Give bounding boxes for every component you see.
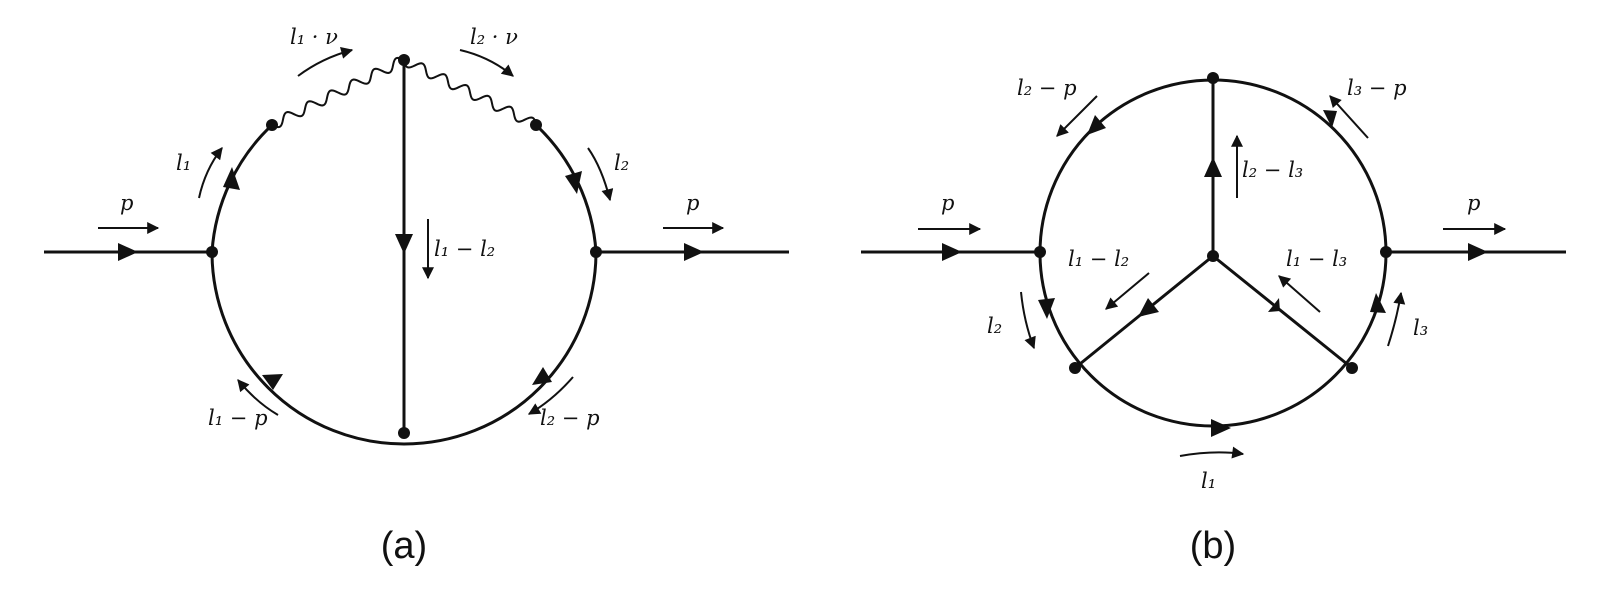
label-l2-minus-p: l₂ − p <box>1017 76 1077 100</box>
vertex <box>1346 362 1358 374</box>
vertex <box>590 246 602 258</box>
arrowhead-in <box>118 243 138 261</box>
arrowhead-lower-right <box>1268 298 1280 312</box>
label-l2: l₂ <box>614 151 629 175</box>
arrowhead-top-left <box>1087 115 1106 135</box>
momentum-arrow-l2 <box>1020 291 1036 350</box>
momentum-arrow-l1-minus-l3 <box>1278 275 1321 313</box>
label-l1-minus-l2: l₁ − l₂ <box>434 237 495 261</box>
label-l1-minus-l2: l₁ − l₂ <box>1068 247 1129 271</box>
label-l3-minus-p: l₃ − p <box>1347 76 1407 100</box>
momentum-arrow-l1 <box>198 147 223 199</box>
label-l3: l₃ <box>1413 316 1428 340</box>
caption-a: (a) <box>381 525 427 567</box>
label-l2: l₂ <box>987 314 1002 338</box>
arrowhead-vertical <box>1204 157 1222 177</box>
arrowhead-l2-line <box>565 171 582 194</box>
diagram-b-momentum-arrows <box>918 95 1507 459</box>
diagram-a-arrowheads <box>118 167 704 390</box>
propagator-l1-minus-l3 <box>1212 254 1353 370</box>
label-p-in: p <box>120 191 133 215</box>
loop-arc-left-upper <box>210 123 274 253</box>
momentum-arrow-l2-minus-p <box>527 376 574 415</box>
vertex <box>1207 72 1219 84</box>
arrowhead-right-lower <box>1370 293 1386 313</box>
photon-line-right <box>403 59 537 126</box>
arrowhead-l1-line <box>223 167 240 190</box>
arrowhead-top-right <box>1323 110 1337 128</box>
label-l1: l₁ <box>1201 469 1216 493</box>
loop-arc-right-upper <box>534 123 598 253</box>
momentum-arrow-l2-minus-p <box>1056 95 1098 137</box>
arrowhead-bottom <box>1211 419 1231 437</box>
vertex <box>398 54 410 66</box>
vertex <box>1034 246 1046 258</box>
vertex <box>1380 246 1392 258</box>
arrowhead-l1-minus-p-line <box>262 374 283 390</box>
diagram-b-labels: p p l₂ − p l₃ − p l₂ − l₃ l₁ − l₂ l₁ − l… <box>941 76 1480 493</box>
diagram-a <box>44 56 789 446</box>
label-l1-minus-l3: l₁ − l₃ <box>1286 247 1347 271</box>
momentum-arrow-l2-nu <box>459 49 514 77</box>
label-p-in: p <box>941 191 954 215</box>
arrowhead-out <box>1468 243 1488 261</box>
momentum-arrow-l3-minus-p <box>1329 95 1369 139</box>
arrowhead-center-line <box>395 234 413 254</box>
label-l2-nu: l₂ · ν <box>470 25 518 49</box>
vertex <box>1207 250 1219 262</box>
momentum-arrow-l2 <box>587 147 614 202</box>
vertex <box>530 119 542 131</box>
vertex <box>206 246 218 258</box>
label-l1-minus-p: l₁ − p <box>208 406 268 430</box>
diagram-a-vertices <box>206 54 602 439</box>
label-l2-minus-p: l₂ − p <box>540 406 600 430</box>
vertex <box>1069 362 1081 374</box>
label-p-out: p <box>1467 191 1480 215</box>
label-p-out: p <box>686 191 699 215</box>
vertex <box>398 427 410 439</box>
caption-b: (b) <box>1190 525 1236 567</box>
momentum-arrow-l1 <box>1179 446 1245 459</box>
arrowhead-in <box>942 243 962 261</box>
vertex <box>266 119 278 131</box>
momentum-arrow-l1-minus-l2 <box>1105 272 1150 310</box>
arrowhead-lower-left <box>1138 298 1159 317</box>
arrowhead-out <box>684 243 704 261</box>
momentum-arrow-l1-minus-p <box>237 379 279 416</box>
label-l2-minus-l3: l₂ − l₃ <box>1242 158 1303 182</box>
label-l1: l₁ <box>176 151 191 175</box>
diagram-b-arrowheads <box>942 110 1488 437</box>
loop-arc-lower <box>210 251 598 446</box>
arrowhead-l2-minus-p-line <box>532 367 552 385</box>
diagram-b-vertices <box>1034 72 1392 374</box>
momentum-arrow-l3 <box>1387 291 1406 347</box>
arrowhead-left-lower <box>1038 298 1055 319</box>
diagram-a-labels: p p l₁ l₁ · ν l₂ · ν l₂ l₁ − l₂ l₁ − p l… <box>120 25 699 430</box>
label-l1-nu: l₁ · ν <box>290 25 338 49</box>
momentum-arrow-l1-nu <box>297 46 354 77</box>
diagram-a-momentum-arrows <box>98 46 725 416</box>
photon-line-left <box>271 56 405 129</box>
